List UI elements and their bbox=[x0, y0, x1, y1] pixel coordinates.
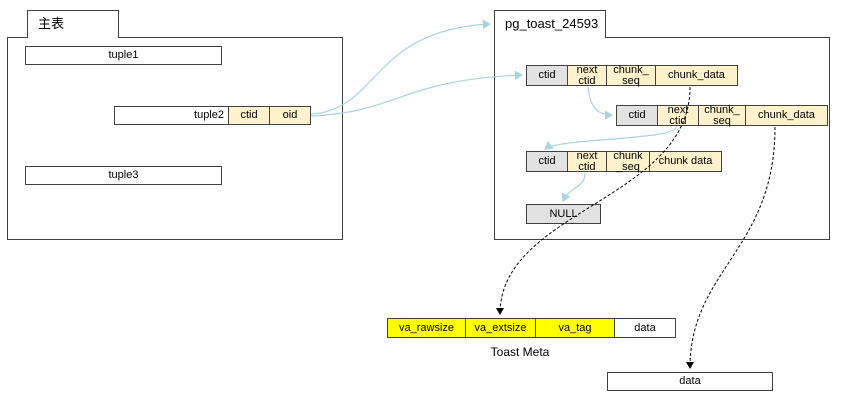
va-rawsize-cell: va_rawsize bbox=[387, 318, 466, 338]
row3-next-ctid-label: next ctid bbox=[576, 149, 598, 173]
toast-table-title: pg_toast_24593 bbox=[505, 16, 599, 31]
main-table-title-label: 主表 bbox=[38, 16, 65, 31]
tuple2-oid-cell: oid bbox=[269, 106, 311, 125]
row2-chunk-data-label: chunk_data bbox=[758, 109, 815, 121]
connector-oid-to-row1 bbox=[310, 70, 524, 117]
row3-next-ctid-cell: next ctid bbox=[567, 149, 607, 173]
row2-chunk-seq-cell: chunk_ seq bbox=[698, 103, 746, 127]
row1-chunk-data-cell: chunk_data bbox=[655, 65, 738, 86]
tuple1-box: tuple1 bbox=[25, 46, 222, 65]
connector-row2-to-row3 bbox=[544, 126, 677, 150]
row2-chunk-seq-label: chunk_ seq bbox=[704, 103, 740, 127]
meta-data-label: data bbox=[634, 321, 656, 334]
tuple2-ctid-label: ctid bbox=[240, 109, 258, 121]
row1-next-ctid-label: next ctid bbox=[576, 63, 598, 87]
row2-ctid-cell: ctid bbox=[616, 105, 658, 126]
row1-chunk-seq-cell: chunk_ seq bbox=[606, 63, 656, 87]
dashed-chunk-data-to-data-box bbox=[686, 126, 776, 369]
meta-data-cell: data bbox=[614, 318, 676, 338]
row3-chunk-data-label: chunk data bbox=[658, 155, 713, 167]
row3-chunk-data-cell: chunk data bbox=[649, 151, 722, 172]
connector-row1-to-row2 bbox=[587, 86, 614, 120]
row3-chunk-seq-label: chunk _seq bbox=[613, 149, 643, 173]
tuple1-label: tuple1 bbox=[108, 49, 139, 61]
tuple3-label: tuple3 bbox=[108, 169, 139, 181]
va-tag-cell: va_tag bbox=[535, 318, 615, 338]
null-label: NULL bbox=[549, 207, 578, 220]
row1-chunk-data-label: chunk_data bbox=[668, 69, 725, 81]
toast-meta-caption: Toast Meta bbox=[490, 345, 550, 359]
row1-ctid-label: ctid bbox=[538, 69, 556, 81]
connector-row3-to-null bbox=[561, 172, 586, 203]
connector-oid-to-toast-table bbox=[310, 19, 492, 115]
main-table-panel bbox=[7, 37, 343, 240]
row2-chunk-data-cell: chunk_data bbox=[745, 105, 828, 126]
dashed-chunk-data-to-meta bbox=[496, 86, 691, 315]
data-box: data bbox=[607, 372, 773, 391]
va-extsize-label: va_extsize bbox=[474, 321, 527, 334]
row2-ctid-label: ctid bbox=[628, 109, 646, 121]
row2-next-ctid-label: next ctid bbox=[667, 103, 689, 127]
toast-table-tab: pg_toast_24593 bbox=[494, 10, 606, 38]
row1-chunk-seq-label: chunk_ seq bbox=[613, 63, 649, 87]
va-rawsize-label: va_rawsize bbox=[398, 321, 455, 334]
row2-next-ctid-cell: next ctid bbox=[657, 103, 699, 127]
tuple2-label: tuple2 bbox=[194, 109, 224, 121]
tuple3-box: tuple3 bbox=[25, 166, 222, 185]
va-tag-label: va_tag bbox=[558, 321, 592, 334]
data-box-label: data bbox=[679, 375, 701, 387]
main-table-tab-cover: 主表 bbox=[27, 10, 119, 38]
tuple2-oid-label: oid bbox=[282, 109, 298, 121]
row3-ctid-label: ctid bbox=[538, 155, 556, 167]
